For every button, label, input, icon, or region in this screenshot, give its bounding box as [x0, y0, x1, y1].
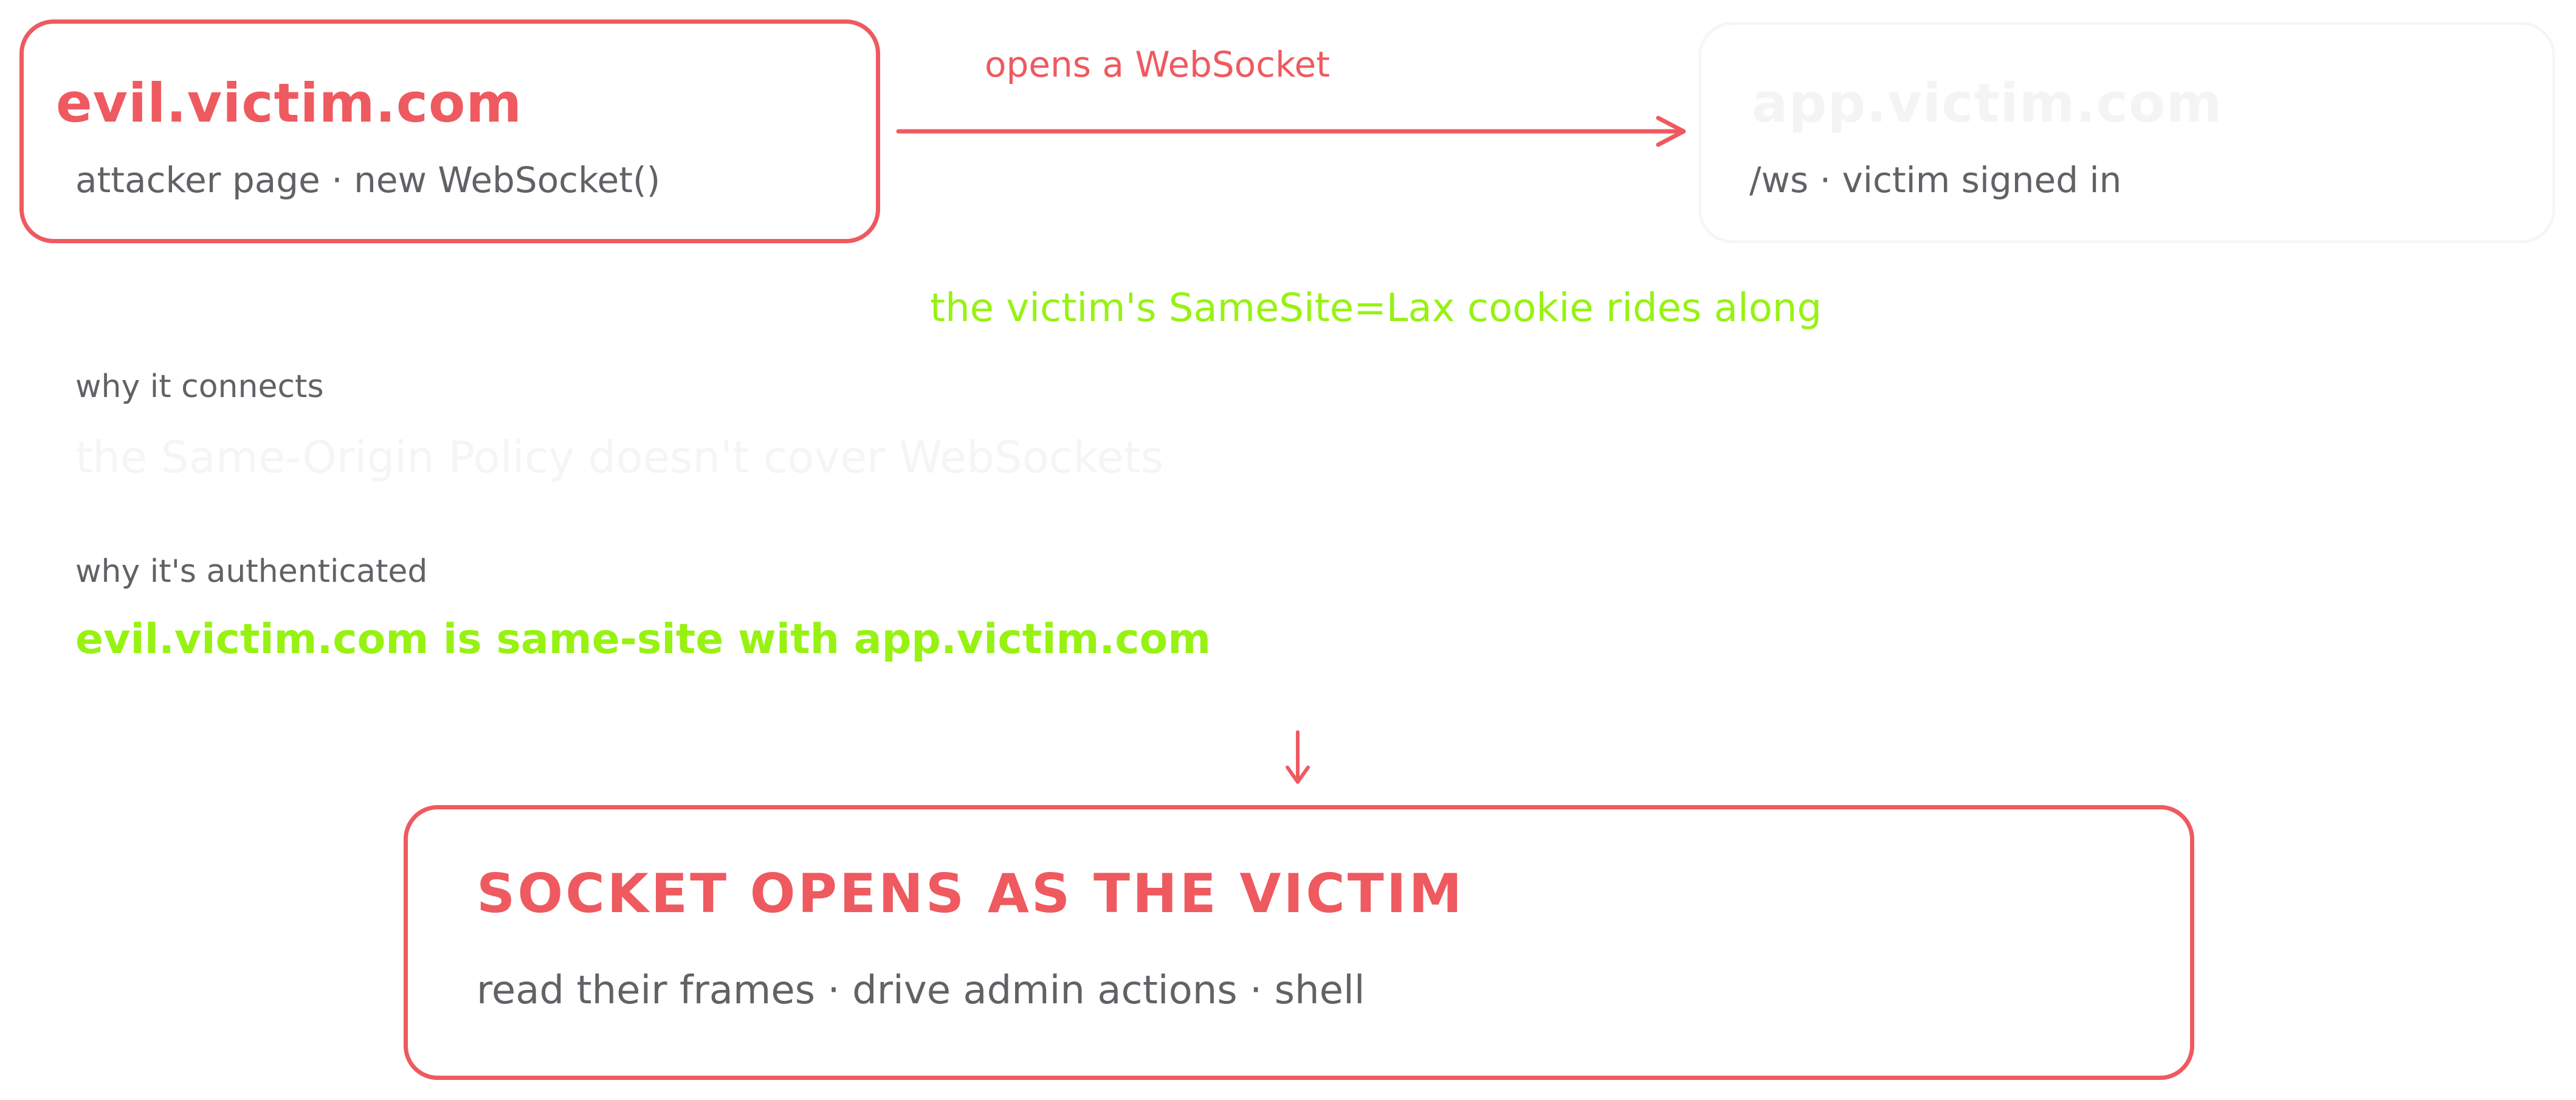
attacker-title: evil.victim.com — [56, 72, 523, 134]
target-node — [1698, 22, 2555, 243]
result-node — [404, 805, 2194, 1080]
why-authenticated-label: why it's authenticated — [75, 553, 428, 590]
attacker-subtitle: attacker page · new WebSocket() — [75, 159, 661, 201]
target-subtitle: /ws · victim signed in — [1749, 159, 2122, 201]
target-title: app.victim.com — [1752, 72, 2223, 134]
connection-arrow — [896, 116, 1686, 147]
result-subtitle: read their frames · drive admin actions … — [477, 968, 1365, 1013]
why-connects-label: why it connects — [75, 368, 324, 405]
connects-reason-text: the Same-Origin Policy doesn't cover Web… — [75, 432, 1164, 483]
authenticated-reason-text: evil.victim.com is same-site with app.vi… — [75, 615, 1211, 663]
attacker-node — [19, 19, 880, 243]
cookie-note: the victim's SameSite=Lax cookie rides a… — [930, 286, 1822, 331]
websocket-connection-label: opens a WebSocket — [985, 44, 1330, 85]
down-arrow — [1286, 730, 1310, 784]
result-title: SOCKET OPENS AS THE VICTIM — [477, 862, 1465, 925]
